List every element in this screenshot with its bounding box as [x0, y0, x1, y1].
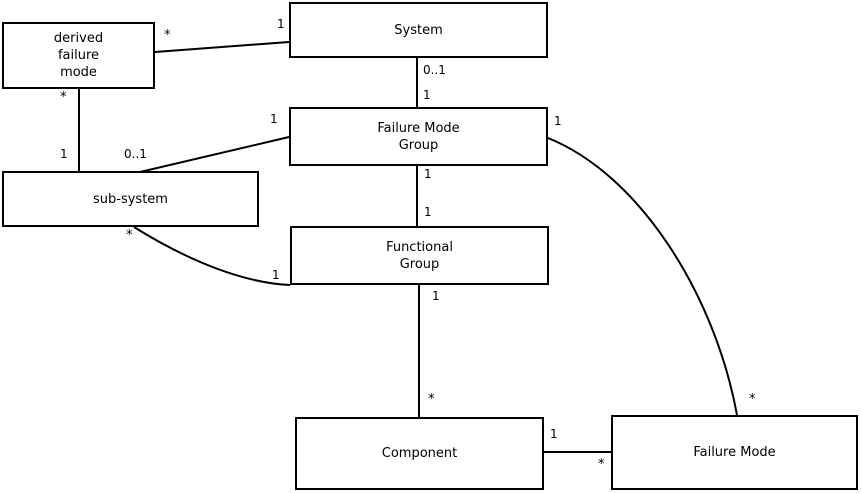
- cardinality-card-dfm-subsys-subsys-side: 1: [60, 147, 68, 161]
- cardinality-card-comp-fm-comp-side: 1: [550, 427, 558, 441]
- class-box-component[interactable]: Component: [295, 417, 544, 490]
- cardinality-card-dfm-system-system-side: 1: [277, 17, 285, 31]
- cardinality-card-dfm-subsys-dfm-side: *: [60, 90, 67, 105]
- cardinality-card-subsys-fg-fg-side: 1: [272, 268, 280, 282]
- class-name-system: System: [394, 22, 443, 38]
- cardinality-card-comp-fm-fm-side: *: [598, 457, 605, 472]
- cardinality-card-fg-comp-fg-side: 1: [432, 289, 440, 303]
- cardinality-card-fmg-fm-fm-side: *: [749, 392, 756, 407]
- class-name-sub-system: sub-system: [93, 191, 168, 207]
- class-name-component: Component: [381, 446, 458, 461]
- class-name-functional-group: Functional Group: [386, 239, 453, 272]
- class-box-failure-mode[interactable]: Failure Mode: [611, 415, 858, 490]
- cardinality-card-fmg-fm-fmg-side: 1: [554, 114, 562, 128]
- association-derived-failure-mode--system: [154, 41, 290, 53]
- class-box-failure-mode-group[interactable]: Failure Mode Group: [289, 107, 548, 166]
- cardinality-card-system-fmg-fmg-side: 1: [423, 88, 431, 102]
- association-sub-system--failure-mode-group: [139, 136, 290, 173]
- class-name-derived-failure-mode: derived failure mode: [53, 31, 104, 80]
- cardinality-card-fmg-fg-fg-side: 1: [424, 205, 432, 219]
- cardinality-card-dfm-system-dfm-side: *: [164, 28, 171, 43]
- class-box-functional-group[interactable]: Functional Group: [290, 226, 549, 285]
- class-name-failure-mode-group: Failure Mode Group: [377, 120, 460, 153]
- class-box-derived-failure-mode[interactable]: derived failure mode: [2, 22, 155, 89]
- cardinality-card-fmg-fg-fmg-side: 1: [424, 167, 432, 181]
- cardinality-card-subsys-fg-subsys-side: *: [126, 228, 133, 243]
- cardinality-card-system-fmg-system-side: 0..1: [423, 63, 446, 77]
- association-sub-system--functional-group: [133, 226, 291, 286]
- class-box-sub-system[interactable]: sub-system: [2, 171, 259, 227]
- association-failure-mode-group--failure-mode: [547, 137, 738, 416]
- cardinality-card-subsys-fmg-subsys-side: 0..1: [124, 147, 147, 161]
- cardinality-card-fg-comp-comp-side: *: [428, 392, 435, 407]
- class-name-failure-mode: Failure Mode: [693, 445, 776, 460]
- cardinality-card-subsys-fmg-fmg-side: 1: [270, 112, 278, 126]
- class-box-system[interactable]: System: [289, 2, 548, 58]
